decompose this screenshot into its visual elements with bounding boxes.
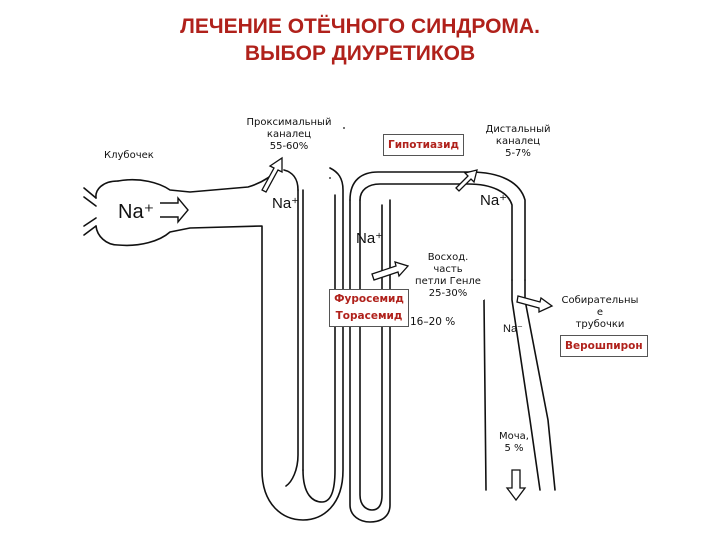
distal-label-line1: Дистальный bbox=[485, 124, 551, 135]
glomerulus-label: Клубочек bbox=[104, 150, 154, 161]
distal-label: Дистальный каналец 5-7% bbox=[478, 124, 558, 160]
collecting-duct-outer bbox=[524, 279, 556, 491]
thiazide-box: Гипотиазид bbox=[383, 134, 464, 156]
na-ion-distal: Na⁺ bbox=[480, 192, 508, 209]
loop-label-line3: петли Генле bbox=[415, 276, 481, 287]
furosemide-label: Фуросемид bbox=[334, 293, 404, 305]
descending-limb-inner bbox=[285, 189, 304, 487]
na-ion-collecting: Na⁻ bbox=[503, 323, 523, 335]
glomerulus-outline bbox=[95, 167, 344, 521]
loop-arrow bbox=[371, 261, 410, 281]
loop-old-pct: 16–20 % bbox=[410, 316, 456, 328]
descending-limb-right bbox=[302, 194, 336, 503]
proximal-label-pct: 55-60% bbox=[269, 141, 309, 152]
urine-label-line1: Моча, bbox=[499, 431, 529, 442]
slide-title-line1: ЛЕЧЕНИЕ ОТЁЧНОГО СИНДРОМА. bbox=[180, 15, 540, 38]
proximal-label-line1: Проксимальный bbox=[246, 117, 332, 128]
na-ion-proximal: Na⁺ bbox=[272, 195, 300, 212]
loop-label: Восход. часть петли Генле 25-30% bbox=[412, 252, 484, 300]
glomerulus-top bbox=[117, 167, 281, 193]
urine-arrow bbox=[505, 469, 527, 502]
torasemide-label: Торасемид bbox=[335, 310, 403, 322]
proximal-arrow bbox=[261, 156, 283, 193]
proximal-top bbox=[283, 169, 299, 191]
loop-label-pct: 25-30% bbox=[428, 288, 468, 299]
na-arrow-glomerulus bbox=[160, 196, 189, 224]
distal-label-line2: каналец bbox=[495, 136, 541, 147]
distal-label-pct: 5-7% bbox=[505, 148, 531, 159]
dot-1 bbox=[343, 127, 345, 129]
urine-label: Моча, 5 % bbox=[494, 431, 534, 455]
ascending-limb bbox=[349, 199, 391, 523]
collecting-label-line3: трубочки bbox=[575, 319, 625, 330]
na-ion-glomerulus: Na⁺ bbox=[118, 201, 155, 223]
proximal-label-line2: каналец bbox=[266, 129, 312, 140]
dot-2 bbox=[329, 177, 331, 179]
afferent-vessel bbox=[83, 187, 97, 236]
loop-label-line1: Восход. bbox=[427, 252, 469, 263]
loop-label-line2: часть bbox=[433, 264, 463, 275]
proximal-label: Проксимальный каналец 55-60% bbox=[244, 117, 334, 153]
loop-diuretics-box: Фуросемид Торасемид bbox=[329, 289, 409, 327]
collecting-duct-left bbox=[483, 299, 487, 491]
distal-arrow bbox=[455, 169, 478, 192]
ascending-limb-inner bbox=[359, 199, 383, 511]
distal-arch-inner bbox=[359, 183, 513, 281]
collecting-label: Собирательны е трубочки bbox=[560, 295, 640, 331]
collecting-label-line2: е bbox=[596, 307, 604, 318]
na-ion-loop: Na⁺ bbox=[356, 230, 384, 247]
collecting-arrow bbox=[516, 295, 554, 314]
spironolactone-box: Верошпирон bbox=[560, 335, 648, 357]
collecting-label-line1: Собирательны bbox=[561, 295, 639, 306]
urine-label-line2: 5 % bbox=[504, 443, 524, 454]
slide-title-line2: ВЫБОР ДИУРЕТИКОВ bbox=[244, 42, 476, 65]
collecting-duct-right bbox=[511, 279, 541, 491]
